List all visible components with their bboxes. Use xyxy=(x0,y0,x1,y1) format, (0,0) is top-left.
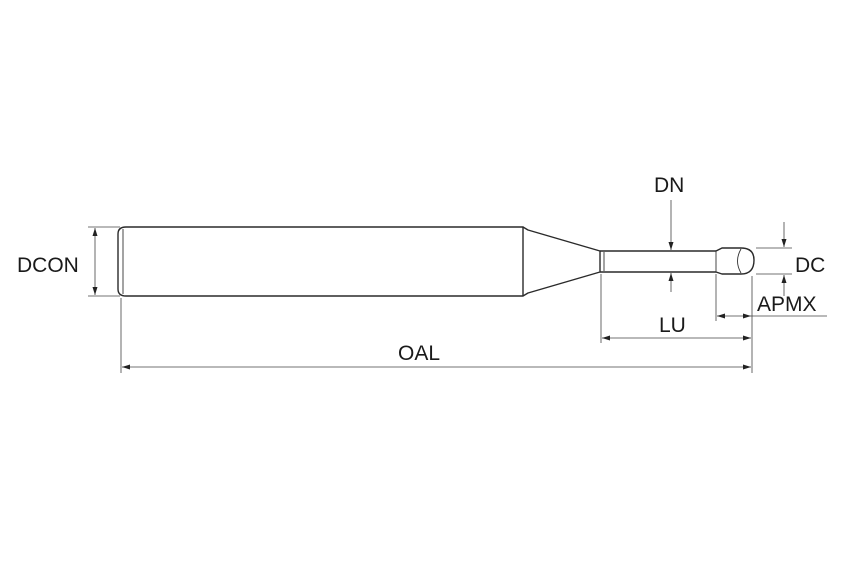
dcon-arrow-top xyxy=(92,228,98,236)
oal-label: OAL xyxy=(398,342,440,365)
apmx-label: APMX xyxy=(757,293,817,316)
shank-outline xyxy=(117,226,524,297)
lu-arrow-right xyxy=(743,335,751,341)
oal-arrow-left xyxy=(122,364,130,370)
apmx-dimension: APMX xyxy=(715,274,827,321)
lu-arrow-left xyxy=(602,335,610,341)
flute-curve xyxy=(737,248,742,274)
dn-arrow-bottom xyxy=(668,273,674,281)
dcon-dimension: DCON xyxy=(17,226,120,297)
dc-dimension: DC xyxy=(756,222,825,296)
lu-dimension: LU xyxy=(600,274,751,343)
reduced-neck-outline xyxy=(600,250,716,273)
oal-arrow-right xyxy=(743,364,751,370)
dc-arrow-bottom xyxy=(781,275,787,283)
dc-arrow-top xyxy=(781,239,787,247)
dn-label: DN xyxy=(654,174,684,197)
lu-label: LU xyxy=(659,314,686,337)
dc-label: DC xyxy=(795,254,825,277)
dcon-label: DCON xyxy=(17,254,79,277)
apmx-arrow-left xyxy=(717,313,725,319)
dn-arrow-top xyxy=(668,242,674,250)
cutting-head-outline xyxy=(715,247,755,275)
oal-dimension: OAL xyxy=(120,276,753,373)
taper-neck-outline xyxy=(522,226,601,297)
dn-dimension: DN xyxy=(654,174,684,292)
dcon-arrow-bottom xyxy=(92,287,98,295)
tool-body xyxy=(117,226,755,297)
apmx-arrow-right xyxy=(743,313,751,319)
